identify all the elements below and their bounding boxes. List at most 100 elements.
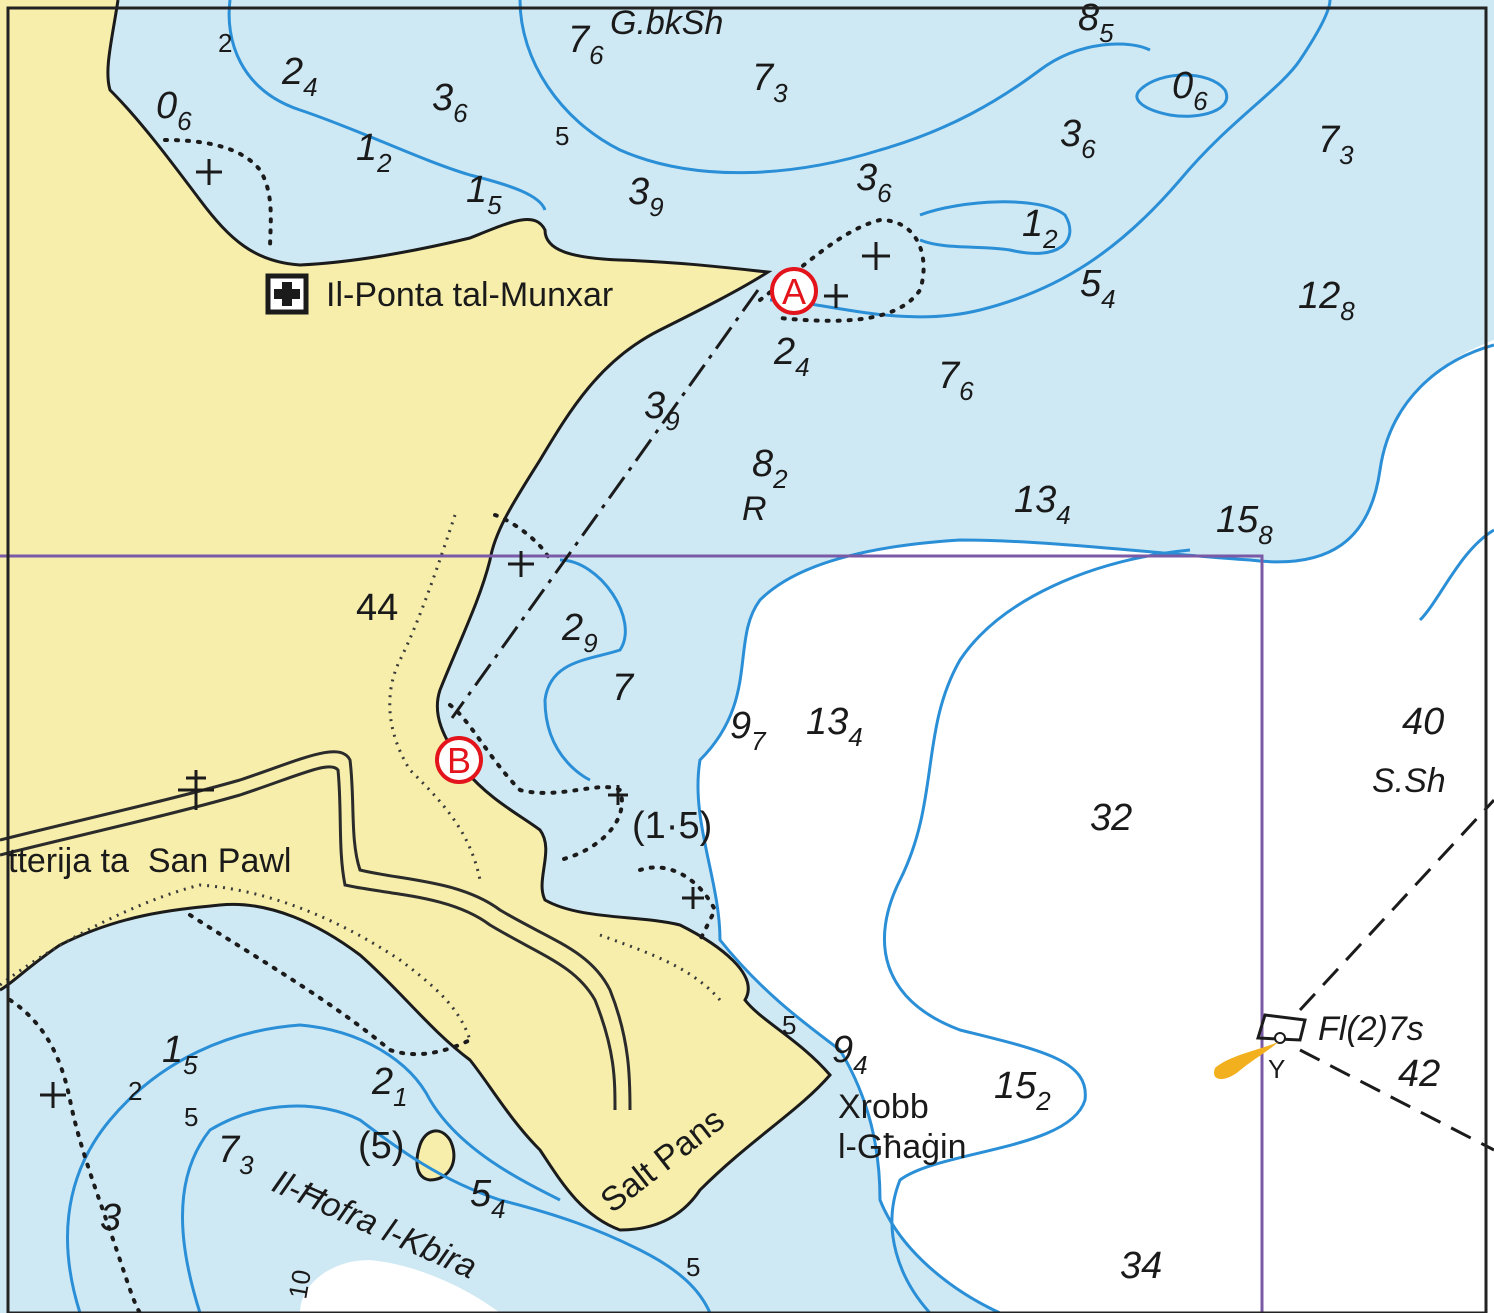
contour-bay-10m bbox=[181, 1104, 712, 1313]
cliff-1 bbox=[388, 514, 482, 881]
danger-line-4 bbox=[448, 703, 624, 862]
light-beacon bbox=[1214, 1013, 1307, 1080]
road-2 bbox=[0, 765, 617, 1111]
contour-bay-5m bbox=[66, 1023, 561, 1313]
seabed-ssh: S.Sh bbox=[1372, 762, 1446, 800]
map-frame bbox=[6, 6, 1488, 1313]
contour-10m bbox=[769, 0, 1332, 319]
islet bbox=[415, 1129, 456, 1182]
contour-20m bbox=[543, 558, 627, 782]
cross-icon bbox=[508, 551, 534, 577]
contour-deep-30m bbox=[882, 548, 1191, 1313]
marker-b[interactable]: B bbox=[435, 736, 483, 784]
sounding: 36 bbox=[1060, 113, 1096, 164]
sounding: 12 bbox=[356, 127, 392, 178]
danger-line-5 bbox=[638, 865, 718, 942]
sounding: 82 bbox=[752, 443, 788, 494]
cross-icon bbox=[824, 284, 848, 308]
chart-boundary bbox=[0, 554, 1264, 1313]
sounding: 158 bbox=[1216, 499, 1273, 550]
sounding: 36 bbox=[856, 157, 892, 208]
sounding: 24 bbox=[281, 51, 318, 102]
danger-line-7 bbox=[188, 913, 472, 1057]
contour-5m bbox=[518, 0, 1151, 175]
sounding: 7 bbox=[612, 667, 635, 709]
sounding: 15 bbox=[162, 1029, 198, 1080]
sounding: 3 bbox=[100, 1197, 121, 1239]
road-1 bbox=[0, 750, 632, 1111]
contour-label: 5 bbox=[184, 1102, 198, 1132]
sounding: 06 bbox=[156, 85, 192, 136]
sounding: 24 bbox=[773, 331, 810, 382]
cross-icon bbox=[196, 159, 222, 185]
light-characteristic: Fl(2)7s bbox=[1318, 1010, 1424, 1048]
sounding: 21 bbox=[371, 1061, 408, 1112]
sounding: 73 bbox=[1318, 119, 1354, 170]
land-headland bbox=[0, 0, 830, 1230]
sounding: 29 bbox=[561, 607, 598, 658]
light-sector-line-2 bbox=[1299, 1048, 1494, 1152]
spot-height: 44 bbox=[356, 587, 398, 629]
light-flare-icon bbox=[1214, 1042, 1278, 1080]
rescue-station-icon bbox=[265, 273, 309, 315]
sounding: 32 bbox=[1090, 797, 1132, 839]
light-sector-line-1 bbox=[1298, 798, 1494, 1012]
sounding: 128 bbox=[1298, 275, 1355, 326]
sounding: 40 bbox=[1402, 701, 1444, 743]
contour-shoal-12 bbox=[919, 200, 1072, 255]
sounding: 15 bbox=[466, 169, 502, 220]
rock-label: R bbox=[742, 490, 767, 528]
church-icon bbox=[178, 770, 214, 810]
sounding: 42 bbox=[1398, 1053, 1440, 1095]
place-batterija: tterija ta San Pawl bbox=[8, 842, 291, 880]
cross-icon bbox=[682, 887, 704, 909]
marker-a[interactable]: A bbox=[770, 267, 818, 315]
place-ponta: Il-Ponta tal-Munxar bbox=[326, 276, 613, 314]
sounding: 73 bbox=[752, 57, 788, 108]
sounding: 06 bbox=[1172, 65, 1208, 116]
transit-line bbox=[450, 289, 760, 719]
contour-label: 2 bbox=[218, 28, 232, 58]
sounding: 12 bbox=[1022, 203, 1058, 254]
cross-icon bbox=[40, 1082, 66, 1108]
sounding: 54 bbox=[1080, 263, 1116, 314]
contour-2m bbox=[227, 0, 547, 211]
sounding: 39 bbox=[628, 171, 664, 222]
sounding: 76 bbox=[568, 19, 604, 70]
contour-label: 5 bbox=[555, 121, 569, 151]
danger-line-6 bbox=[8, 998, 142, 1313]
islet-height: (5) bbox=[358, 1125, 404, 1167]
sounding: 39 bbox=[644, 385, 680, 436]
contour-outer bbox=[696, 343, 1494, 1313]
danger-line-1 bbox=[163, 138, 273, 252]
hazard-crosses bbox=[40, 159, 890, 1108]
contour-40m bbox=[1418, 528, 1494, 622]
sounding: 54 bbox=[470, 1173, 506, 1224]
sounding: 97 bbox=[730, 705, 767, 756]
seabed-gbksh: G.bkSh bbox=[610, 4, 723, 42]
deep-pocket bbox=[300, 1260, 500, 1313]
marker-a-label: A bbox=[782, 271, 806, 312]
place-xrobb-2: l-Għaġin bbox=[838, 1128, 967, 1166]
sounding: 134 bbox=[1014, 479, 1071, 530]
sounding: 76 bbox=[938, 355, 974, 406]
sounding: 34 bbox=[1120, 1245, 1162, 1287]
contour-label: 10 bbox=[282, 1267, 317, 1301]
contour-label: 2 bbox=[128, 1076, 142, 1106]
place-xrobb: Xrobb bbox=[838, 1088, 929, 1126]
cross-icon bbox=[862, 242, 890, 270]
light-colour: Y bbox=[1268, 1054, 1285, 1084]
sounding: 36 bbox=[432, 77, 468, 128]
drying-height: (1·5) bbox=[632, 805, 712, 847]
sounding: 94 bbox=[832, 1029, 868, 1080]
contour-label: 5 bbox=[686, 1252, 700, 1282]
marker-b-label: B bbox=[447, 740, 471, 781]
coastline bbox=[0, 0, 832, 1232]
contour-label: 5 bbox=[782, 1010, 796, 1040]
danger-line-3 bbox=[493, 513, 552, 562]
contour-shoal-06 bbox=[1135, 73, 1229, 118]
sounding: 134 bbox=[806, 701, 863, 752]
sounding: 85 bbox=[1078, 0, 1114, 48]
cross-icon bbox=[608, 785, 628, 805]
